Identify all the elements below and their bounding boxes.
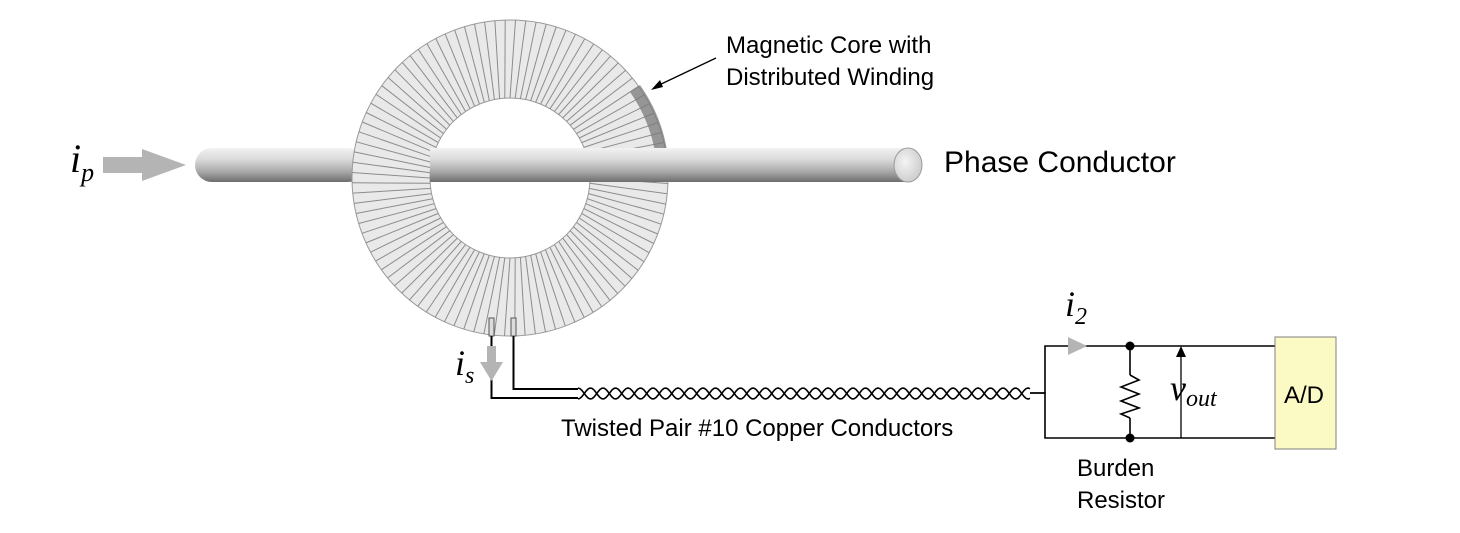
vout-symbol: vout xyxy=(1170,368,1218,412)
ad-converter-box xyxy=(1274,336,1337,450)
phase-conductor-label: Phase Conductor xyxy=(944,146,1176,179)
i2-symbol: i2 xyxy=(1065,284,1087,330)
resistor-icon xyxy=(1118,374,1142,419)
i2-current-arrow xyxy=(1068,337,1087,355)
conductor-rod-icon xyxy=(430,147,923,183)
toroid-core-icon xyxy=(351,19,669,337)
vout-arrow xyxy=(1176,346,1186,438)
ad-label: A/D xyxy=(1284,382,1324,409)
burden-label-line1: Burden xyxy=(1077,455,1154,482)
is-symbol: is xyxy=(455,343,474,389)
ip-symbol: ip xyxy=(70,136,94,187)
twisted-pair-label: Twisted Pair #10 Copper Conductors xyxy=(561,415,953,442)
phase-conductor-back xyxy=(195,148,365,182)
secondary-current-arrow xyxy=(480,346,503,381)
twisted-pair-cable xyxy=(577,387,1031,400)
junction-dot-top xyxy=(1125,341,1135,351)
junction-dot-bottom xyxy=(1125,433,1135,443)
core-label-line1: Magnetic Core with xyxy=(726,32,931,59)
core-label-line2: Distributed Winding xyxy=(726,64,934,91)
burden-circuit xyxy=(1030,345,1275,439)
core-leader-line xyxy=(656,57,717,87)
primary-current-arrow xyxy=(103,149,186,181)
burden-label-line2: Resistor xyxy=(1077,487,1165,514)
